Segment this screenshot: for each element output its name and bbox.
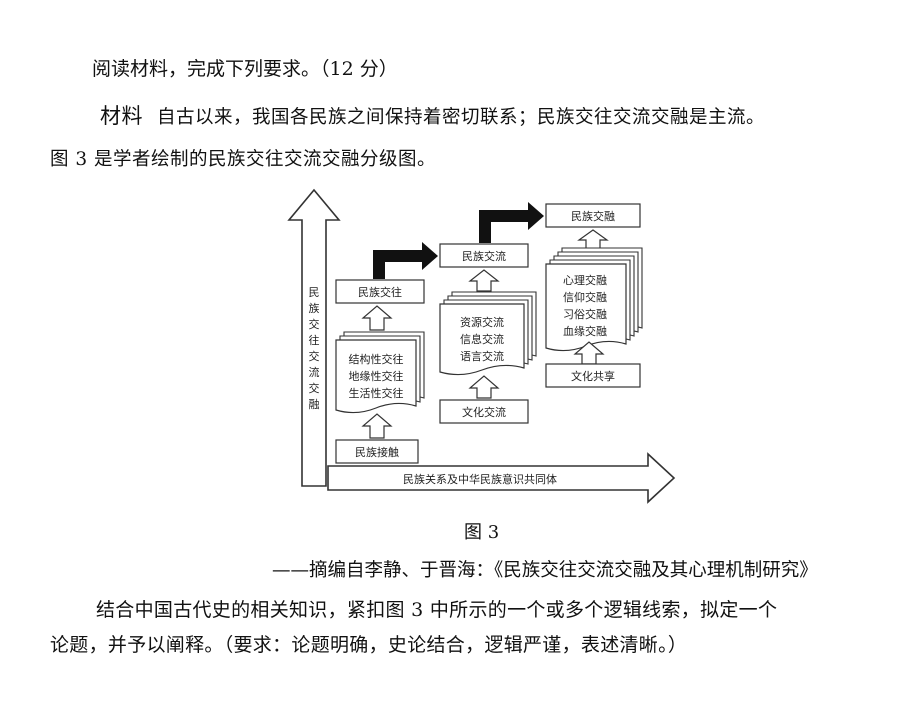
up-arrow-icon <box>577 229 609 251</box>
vertical-axis-char: 交 <box>309 317 320 331</box>
source-citation: ——摘编自李静、于晋海：《民族交往交流交融及其心理机制研究》 <box>272 560 818 581</box>
material-line-1: 材料自古以来，我国各民族之间保持着密切联系；民族交往交流交融是主流。 <box>100 100 765 130</box>
stage1-item: 结构性交往 <box>349 352 404 366</box>
bold-step-arrow <box>373 242 438 279</box>
stage1-top-box <box>335 279 425 304</box>
question-line-2: 论题，并予以阐释。（要求：论题明确，史论结合，逻辑严谨，表述清晰。） <box>50 634 688 656</box>
stage1-bottom-box <box>335 439 419 464</box>
up-arrow-icon <box>361 413 393 439</box>
vertical-axis-char: 流 <box>309 365 320 379</box>
stage1-document-stack <box>335 331 425 414</box>
vertical-axis-char: 交 <box>309 381 320 395</box>
ethnic-interaction-diagram: 民 族 交 往 交 流 交 融 民族关系及中华民族意识共同体 民族接触 结构性交… <box>287 188 676 504</box>
vertical-axis-arrow <box>287 188 341 487</box>
stage1-top-label: 民族交往 <box>358 285 402 299</box>
stage2-bottom-label: 文化交流 <box>462 405 506 419</box>
stage3-item: 信仰交融 <box>563 290 607 304</box>
intro-text: 阅读材料，完成下列要求。（12 分） <box>92 58 398 80</box>
figure-caption: 图 3 <box>464 522 500 543</box>
stage3-bottom-box <box>545 363 641 388</box>
stage3-item: 习俗交融 <box>563 307 607 321</box>
stage1-item: 地缘性交往 <box>349 369 404 383</box>
stage2-bottom-box <box>439 399 529 424</box>
material-text-1: 自古以来，我国各民族之间保持着密切联系；民族交往交流交融是主流。 <box>157 107 766 128</box>
stage2-item: 语言交流 <box>460 349 504 363</box>
material-line-2: 图 3 是学者绘制的民族交往交流交融分级图。 <box>50 149 437 170</box>
stage3-top-label: 民族交融 <box>571 209 615 223</box>
vertical-axis-label: 民 族 交 往 交 流 交 融 <box>309 286 320 411</box>
stage3-top-box <box>545 203 641 228</box>
horizontal-axis-arrow <box>327 452 676 504</box>
vertical-axis-char: 族 <box>309 301 320 315</box>
stage2-item: 信息交流 <box>460 332 504 346</box>
stage3-item: 血缘交融 <box>563 324 607 338</box>
stage2-document-stack <box>439 291 537 376</box>
vertical-axis-char: 往 <box>309 333 320 347</box>
up-arrow-icon <box>361 305 393 331</box>
up-arrow-icon <box>468 375 500 399</box>
horizontal-axis-label: 民族关系及中华民族意识共同体 <box>403 472 557 486</box>
vertical-axis-char: 民 <box>309 286 320 299</box>
vertical-axis-char: 融 <box>309 398 320 411</box>
stage3-bottom-label: 文化共享 <box>571 369 615 383</box>
material-label: 材料 <box>100 104 143 128</box>
stage3-item: 心理交融 <box>563 273 607 287</box>
stage2-top-box <box>439 243 529 268</box>
bold-step-arrow <box>479 202 544 243</box>
up-arrow-icon <box>468 269 500 292</box>
stage1-item: 生活性交往 <box>349 386 404 400</box>
stage2-top-label: 民族交流 <box>462 249 506 263</box>
stage3-document-stack <box>545 247 643 352</box>
question-line-1: 结合中国古代史的相关知识，紧扣图 3 中所示的一个或多个逻辑线索，拟定一个 <box>96 599 778 621</box>
stage1-bottom-label: 民族接触 <box>355 445 399 459</box>
up-arrow-icon <box>573 341 605 365</box>
stage2-item: 资源交流 <box>460 315 504 329</box>
vertical-axis-char: 交 <box>309 349 320 363</box>
